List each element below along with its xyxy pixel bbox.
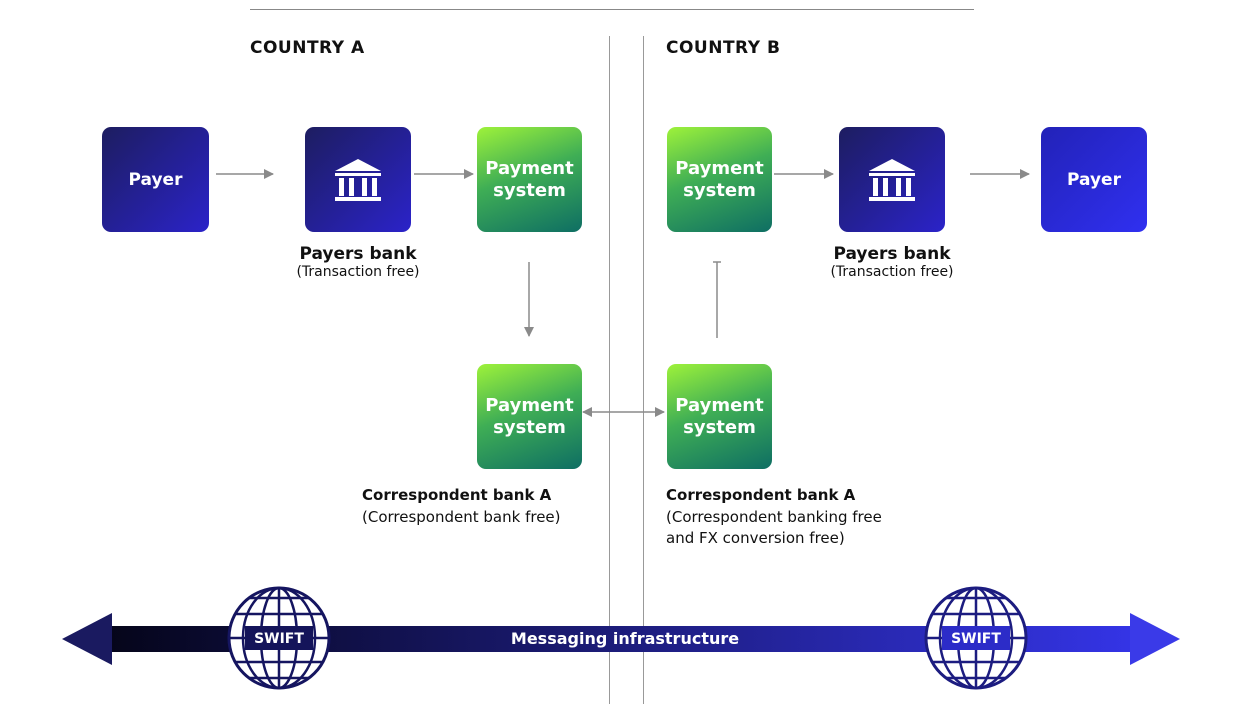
payer-label-b: Payer — [1067, 169, 1121, 190]
payers-bank-title-b: Payers bank — [833, 244, 951, 264]
payment-system-line1: Payment — [675, 157, 764, 179]
correspondent-caption-a: Correspondent bank A (Correspondent bank… — [362, 486, 608, 528]
payment-system-line1: Payment — [675, 394, 764, 416]
payment-system-line2: system — [683, 179, 756, 201]
payment-system-line2: system — [493, 416, 566, 438]
top-rule — [250, 9, 974, 10]
globe-icon-left — [227, 586, 331, 690]
payment-system-line1: Payment — [485, 157, 574, 179]
correspondent-subtitle-b-line2: and FX conversion free) — [666, 529, 845, 547]
globe-icon-right — [924, 586, 1028, 690]
correspondent-title-a: Correspondent bank A — [362, 486, 552, 504]
payers-bank-title-a: Payers bank — [299, 244, 417, 264]
border-line-left — [609, 36, 610, 704]
payers-bank-caption-b: Payers bank (Transaction free) — [792, 244, 992, 280]
country-a-heading: COUNTRY A — [250, 38, 365, 58]
payment-system-box-b-bottom: Payment system — [667, 364, 772, 469]
payers-bank-box-a — [305, 127, 411, 232]
payer-box-b: Payer — [1041, 127, 1147, 232]
payment-system-box-a-bottom: Payment system — [477, 364, 582, 469]
payment-system-line2: system — [493, 179, 566, 201]
payer-label-a: Payer — [128, 169, 183, 190]
bank-building-icon — [869, 158, 915, 201]
swift-label-left: SWIFT — [254, 631, 304, 647]
border-line-right — [643, 36, 644, 704]
payment-system-box-b-top: Payment system — [667, 127, 772, 232]
payers-bank-box-b — [839, 127, 945, 232]
payment-system-line1: Payment — [485, 394, 574, 416]
correspondent-title-b: Correspondent bank A — [666, 486, 856, 504]
correspondent-subtitle-b-line1: (Correspondent banking free — [666, 508, 882, 526]
messaging-infrastructure-label: Messaging infrastructure — [510, 629, 740, 648]
payers-bank-caption-a: Payers bank (Transaction free) — [258, 244, 458, 280]
payment-system-line2: system — [683, 416, 756, 438]
payer-box-a: Payer — [102, 127, 209, 232]
payment-system-box-a-top: Payment system — [477, 127, 582, 232]
swift-label-right: SWIFT — [951, 631, 1001, 647]
bank-building-icon — [335, 158, 381, 201]
correspondent-subtitle-a: (Correspondent bank free) — [362, 508, 561, 526]
payers-bank-subtitle-b: (Transaction free) — [830, 264, 954, 280]
payers-bank-subtitle-a: (Transaction free) — [296, 264, 420, 280]
correspondent-caption-b: Correspondent bank A (Correspondent bank… — [666, 486, 956, 549]
country-b-heading: COUNTRY B — [666, 38, 781, 58]
